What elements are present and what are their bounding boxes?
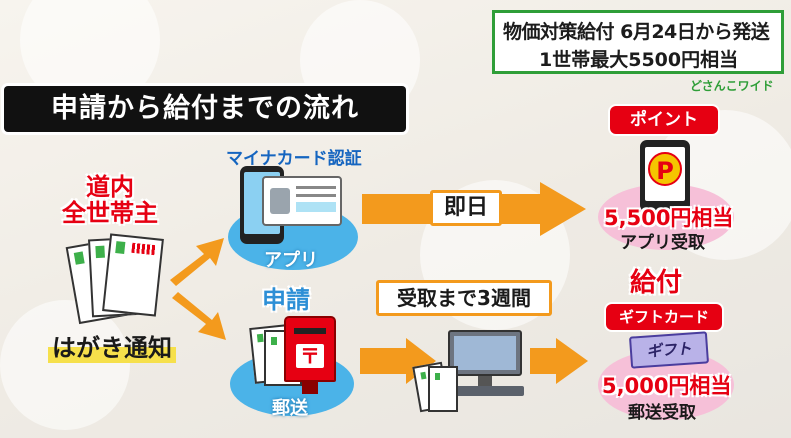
apply-label: 申請 (262, 286, 310, 314)
point-phone-icon: P (640, 140, 690, 212)
headline-line2: 1世帯最大5500円相当 (539, 49, 739, 71)
point-amount: 5,500円相当 (604, 206, 734, 230)
three-weeks-badge: 受取まで3週間 (376, 280, 552, 316)
gift-tag: ギフトカード (606, 304, 722, 330)
same-day-label: 即日 (443, 195, 488, 220)
computer-stand (478, 376, 492, 386)
output-postcard (428, 366, 458, 412)
point-tag: ポイント (610, 106, 718, 134)
point-receive: アプリ受取 (620, 233, 705, 253)
computer-monitor-icon (448, 330, 522, 376)
bg-circle (0, 300, 130, 430)
arrow-gift-head (556, 338, 588, 384)
sender-label-line1: 道内 (86, 173, 134, 201)
sender-label-line2: 全世帯主 (62, 199, 158, 227)
headline-box: 物価対策給付 6月24日から発送 1世帯最大5500円相当 (492, 10, 784, 74)
headline-line1: 物価対策給付 6月24日から発送 (503, 21, 770, 43)
postcard-label: はがき通知 (48, 328, 176, 363)
app-method-caption: マイナカード認証 (226, 149, 362, 169)
same-day-badge: 即日 (430, 190, 502, 226)
postcard (102, 233, 164, 317)
postbox-icon: 〒 (284, 316, 336, 382)
three-weeks-label: 受取まで3週間 (397, 286, 531, 310)
arrow-to-app (170, 238, 224, 286)
arrow-to-mail (172, 292, 226, 340)
gift-card-text: ギフト (645, 339, 693, 361)
mynumber-card-icon (262, 176, 342, 226)
gift-receive: 郵送受取 (628, 403, 696, 423)
gift-amount: 5,000円相当 (602, 374, 732, 398)
gift-card-icon: ギフト (628, 331, 710, 369)
point-p-icon: P (648, 152, 682, 186)
postbox-stand (302, 382, 318, 394)
benefit-label: 給付 (630, 268, 683, 298)
mail-label: 郵送 (272, 398, 308, 419)
arrow-gift-shaft (530, 348, 558, 374)
app-label: アプリ (264, 250, 318, 271)
arrow-mail-shaft (360, 348, 408, 374)
keyboard-icon (448, 386, 524, 396)
station-logo: どさんこワイド (690, 79, 774, 93)
page-title: 申請から給付までの流れ (4, 86, 406, 132)
arrow-same-day-head (540, 182, 586, 236)
